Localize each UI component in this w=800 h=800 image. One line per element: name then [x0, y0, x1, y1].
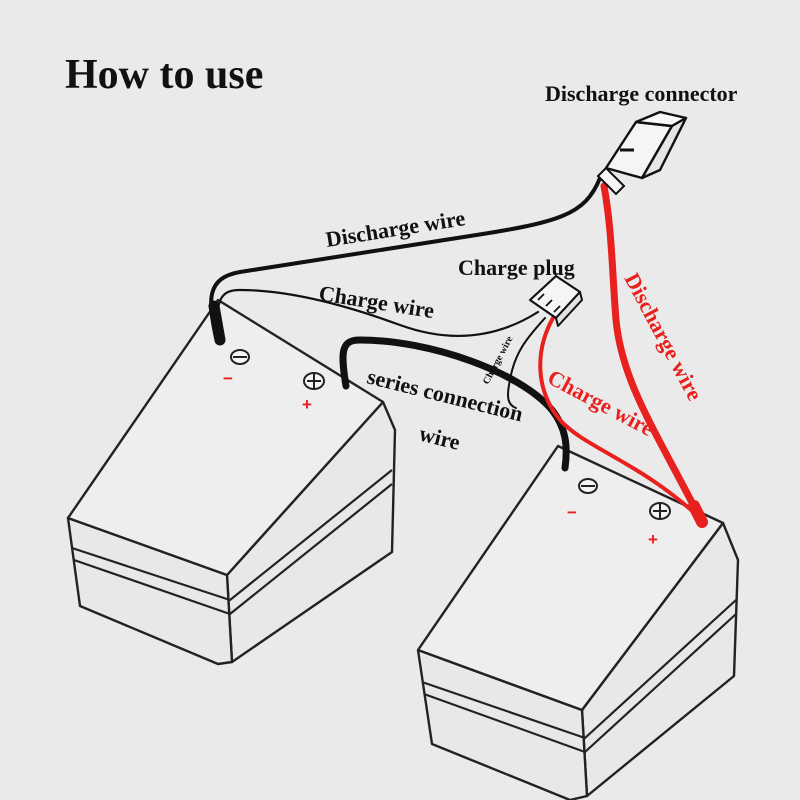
battery-right-positive-terminal	[649, 502, 671, 520]
charge-wire-red	[538, 316, 702, 520]
series-connection-wire	[339, 336, 570, 472]
battery-right-lid-line2	[423, 613, 737, 754]
battery-right-negative-sign: −	[567, 503, 577, 522]
label-discharge-wire-black: Discharge wire	[324, 205, 467, 252]
charge-plug	[528, 274, 583, 327]
discharge-wire-red	[600, 182, 704, 522]
battery-left-positive-sign: +	[302, 395, 312, 414]
battery-left-negative-terminal	[230, 349, 250, 365]
battery-right-top	[416, 444, 725, 712]
left-negative-sleeve	[208, 300, 226, 346]
battery-right-positive-sign: +	[648, 530, 658, 549]
battery-left-lid-line	[71, 469, 393, 602]
battery-right-negative-terminal	[578, 478, 598, 494]
label-discharge-connector: Discharge connector	[545, 81, 738, 106]
discharge-connector	[596, 110, 688, 196]
charge-wire-black	[216, 288, 540, 338]
label-charge-plug: Charge plug	[458, 255, 575, 280]
battery-left-lid-line2	[73, 483, 393, 616]
right-positive-sleeve	[688, 500, 708, 528]
battery-left: − +	[66, 298, 397, 666]
battery-left-positive-terminal	[303, 372, 325, 390]
page-title: How to use	[65, 52, 263, 98]
battery-right: − +	[416, 444, 740, 800]
battery-left-top	[66, 298, 385, 577]
battery-left-negative-sign: −	[223, 369, 233, 388]
label-series-wire: wire	[417, 421, 463, 455]
battery-right-lid-line	[421, 599, 737, 740]
discharge-wire-black	[209, 176, 602, 340]
charge-wire-to-series	[507, 317, 546, 409]
